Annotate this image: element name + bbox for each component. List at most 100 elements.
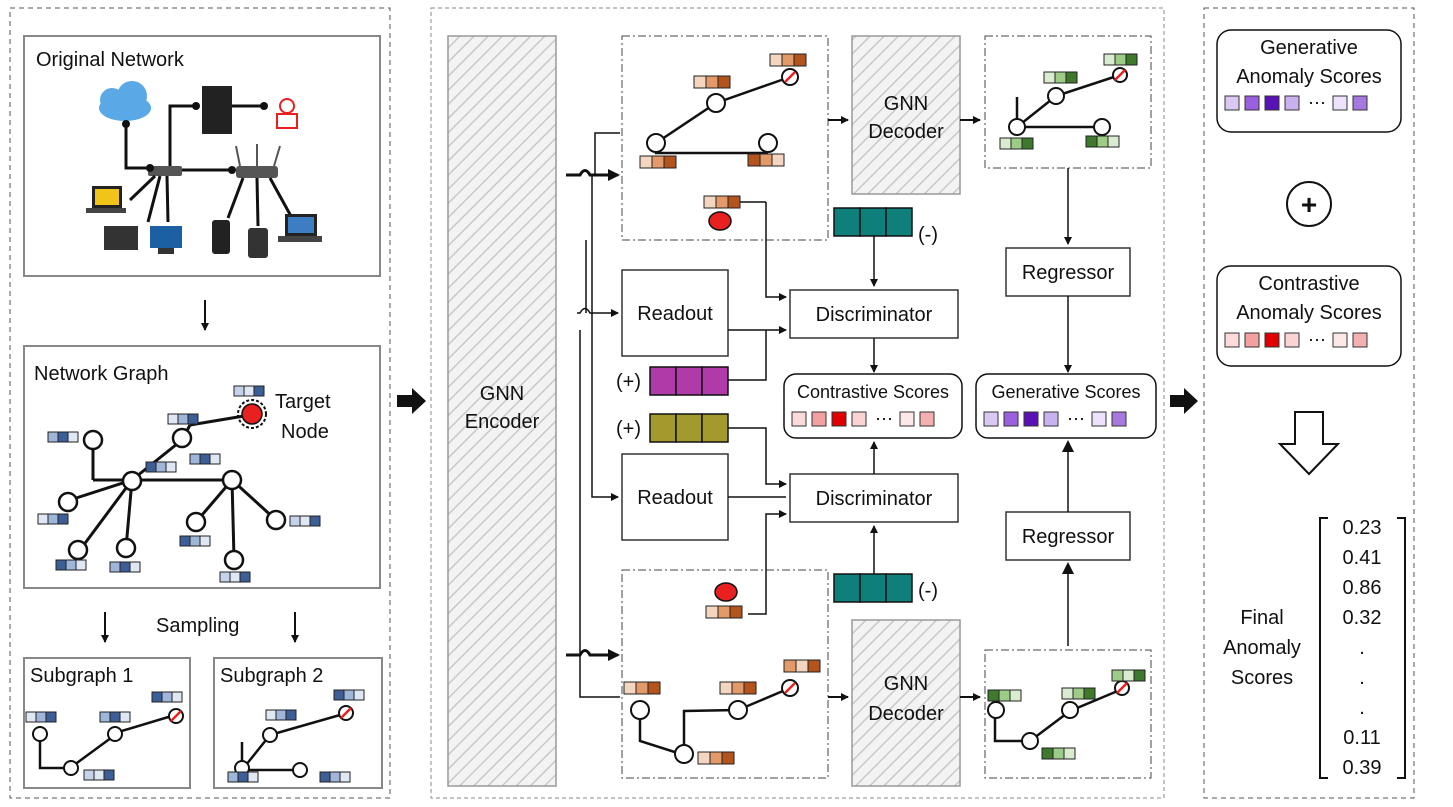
contrastive-anomaly-cells: ⋯ [1224,330,1368,350]
target-node-label-line1: Target [275,391,331,413]
score-cell [1284,332,1300,348]
generative-anomaly-cells: ⋯ [1224,93,1368,113]
subgraph-nodes [32,726,308,778]
server-icon [202,86,232,134]
encoded-feature-vector [639,155,677,169]
network-graph [69,413,278,559]
pos-sign-bottom: (+) [616,418,641,440]
score-cell [811,411,827,427]
purple-embedding [649,366,729,396]
final-label-line2: Anomaly [1223,637,1301,659]
contrastive-anomaly-line1: Contrastive [1258,273,1359,295]
encoded-feature-vector [719,681,757,695]
score-cell [1043,411,1059,427]
score-cell [983,411,999,427]
neg-sign-bottom: (-) [918,580,938,602]
pos-sign-top: (+) [616,371,641,393]
score-cell [851,411,867,427]
target-node-bottom [714,582,738,602]
encoded-feature-vector [693,75,731,89]
right-panel-frame [1203,7,1415,799]
subgraph-target-nodes [168,705,354,724]
gnn-decoder-bottom-line2: Decoder [868,703,944,725]
gnn-decoder-top [851,35,961,195]
feature-vector [83,769,115,781]
score-cell [1244,332,1260,348]
feature-vector [179,535,211,547]
score-cell [1224,95,1240,111]
target-node-label-line2: Node [281,421,329,443]
neg-sign-top: (-) [918,224,938,246]
teal-embedding-bottom [833,573,913,603]
score-cell [1332,95,1348,111]
score-cell [919,411,935,427]
final-score-value: 0.23 [1343,517,1382,539]
reconstructed-feature-vector [999,137,1034,150]
ellipsis: ⋯ [1308,330,1326,350]
final-score-value: 0.41 [1343,547,1382,569]
score-cell [1264,332,1280,348]
plus-circle [1286,181,1332,227]
target-node [241,403,263,425]
network-graph-title: Network Graph [34,363,169,385]
feature-vector [109,561,141,573]
switch-icon [148,166,182,176]
score-cell [831,411,847,427]
matrix-bracket-right [1397,517,1406,779]
feature-vector [47,431,79,443]
middle-panel-frame [430,7,1165,799]
reconstructed-feature-vector [1043,71,1078,84]
score-cell [1224,332,1240,348]
cloud-icon [99,81,151,121]
printer-icon [104,226,138,250]
reconstructed-feature-vector [1111,669,1146,682]
feature-vector [145,461,177,473]
feature-vector [189,453,221,465]
gnn-decoder-bottom [851,619,961,787]
encoded-feature-vector [769,53,807,67]
network-devices [86,81,322,258]
feature-vector [227,771,259,783]
encoded-graph-bottom [621,569,829,779]
final-score-value: 0.32 [1343,607,1382,629]
encoder-connectors [566,132,620,698]
ellipsis: ⋯ [1067,409,1085,429]
discriminator-bottom-label: Discriminator [816,488,933,510]
generative-score-cells: ⋯ [983,409,1127,429]
encoded-feature-vector [747,153,785,167]
laptop-blue-icon [278,214,322,242]
generative-scores-label: Generative Scores [991,382,1140,402]
subgraph-feature-vectors [25,689,365,783]
feature-vector [319,771,351,783]
reconstructed-top-nodes [1008,87,1111,136]
score-cell [791,411,807,427]
gnn-decoder-top-line1: GNN [884,93,928,115]
encoded-feature-vector [705,605,743,619]
gnn-encoder [447,35,557,787]
generative-scores-box [975,373,1157,439]
generative-anomaly-line1: Generative [1260,37,1358,59]
readout-top-label: Readout [637,303,713,325]
feature-vector [219,571,251,583]
feature-vector [167,413,199,425]
gnn-encoder-label-line1: GNN [480,383,524,405]
final-score-value: 0.39 [1343,757,1382,779]
laptop-icon [86,186,126,213]
score-cell [1352,332,1368,348]
target-node-top [708,211,732,231]
subgraph1-title: Subgraph 1 [30,665,133,687]
ellipsis: ⋯ [875,409,893,429]
final-score-value: . [1359,697,1365,719]
plus-symbol: + [1301,189,1317,220]
final-score-list: 0.230.410.860.32...0.110.39 [1343,517,1382,779]
olive-embedding [649,413,729,443]
feature-vector [99,711,131,723]
gnn-encoder-label-line2: Encoder [465,411,540,433]
discriminator-connectors [728,236,878,574]
gnn-decoder-top-line2: Decoder [868,121,944,143]
sampling-label: Sampling [156,615,239,637]
subgraph1-box [23,657,191,789]
feature-vector [25,711,57,723]
reconstructed-feature-vector [1103,53,1138,66]
